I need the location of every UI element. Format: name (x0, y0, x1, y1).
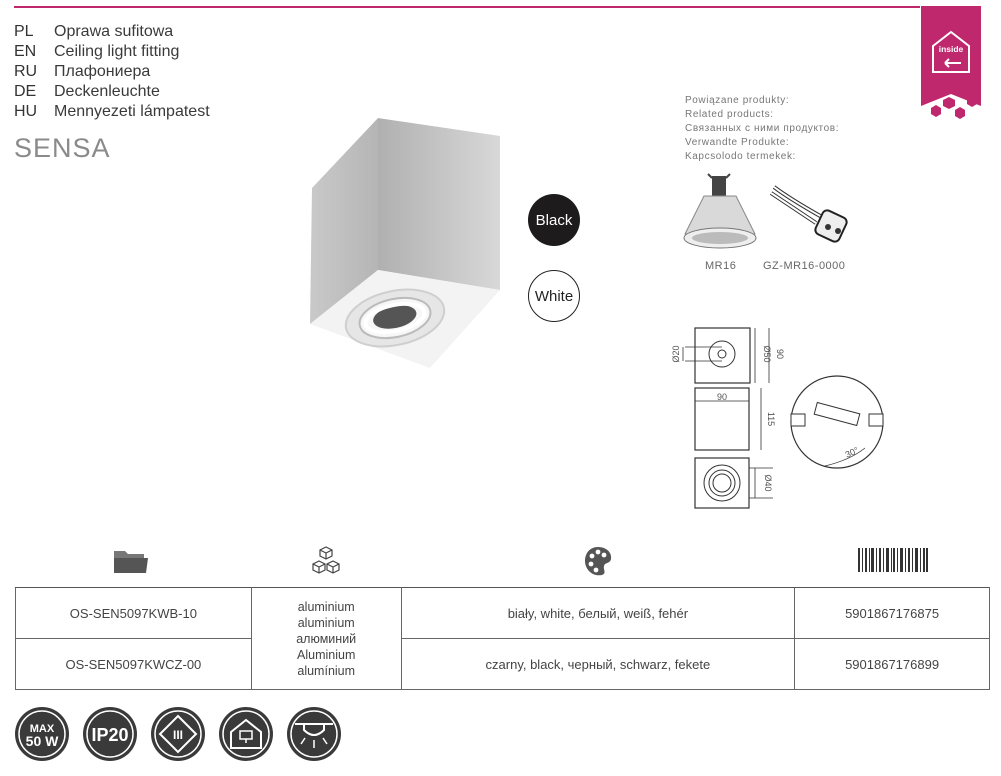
dim-d20: Ø20 (671, 345, 681, 362)
max-wattage-icon: MAX 50 W (15, 707, 69, 761)
related-line: Verwandte Produkte: (685, 137, 790, 148)
ean-cell: 5901867176899 (794, 638, 990, 690)
material-line: aluminium (297, 599, 355, 614)
related-line: Powiązane produkty: (685, 95, 790, 106)
product-spec-table: OS-SEN5097KWB-10 aluminium aluminium алю… (15, 587, 990, 690)
product-code-cell: OS-SEN5097KWB-10 (15, 587, 252, 639)
lang-code: EN (14, 43, 37, 60)
folder-icon (114, 551, 148, 573)
related-line: Связанных с ними продуктов: (685, 123, 840, 134)
palette-icon (585, 547, 612, 576)
badge-label: inside (939, 44, 964, 54)
material-line: Aluminium (297, 647, 356, 662)
product-name: SENSA (14, 133, 111, 163)
dim-115: 115 (766, 412, 776, 426)
max-label: MAX (30, 723, 55, 735)
material-line: алюминий (296, 631, 357, 646)
related-products-label: Powiązane produkty: Related products: Св… (685, 94, 839, 164)
related-line: Kapcsolodo termekek: (685, 151, 796, 162)
cubes-icon (312, 546, 340, 574)
protection-class-icon: III (151, 707, 205, 761)
lang-row-ru: RU Плафониера (14, 62, 210, 82)
dim-angle: 30° (844, 445, 861, 460)
watt-label: 50 W (26, 733, 59, 749)
product-illustration (310, 118, 500, 368)
lang-code: RU (14, 63, 38, 80)
mr16-bulb-icon (683, 173, 757, 249)
dim-90-side: 90 (775, 349, 785, 359)
table-row: OS-SEN5097KWCZ-00 czarny, black, черный,… (15, 638, 990, 690)
color-swatch-black: Black (528, 194, 580, 246)
inside-badge-icon: inside (921, 6, 981, 119)
ceiling-mount-icon (287, 707, 341, 761)
related-item-label: MR16 (705, 260, 737, 272)
ip20-icon: IP20 (83, 707, 137, 761)
table-row: OS-SEN5097KWB-10 aluminium aluminium алю… (15, 587, 990, 690)
material-cell: aluminium aluminium алюминий Aluminium a… (250, 587, 402, 690)
material-line: alumínium (297, 663, 356, 678)
lang-row-hu: HU Mennyezeti lámpatest (14, 102, 210, 122)
ip-label: IP20 (91, 725, 128, 745)
lang-text: Mennyezeti lámpatest (54, 103, 210, 120)
lang-row-en: EN Ceiling light fitting (14, 42, 210, 62)
technical-drawing: Ø20 Ø50 90 90 115 Ø40 30° (671, 327, 884, 509)
lang-text: Oprawa sufitowa (54, 23, 174, 40)
lang-code: HU (14, 103, 38, 120)
gu10-socket-icon (769, 185, 848, 243)
color-swatch-white: White (528, 270, 580, 322)
language-titles: PL Oprawa sufitowa EN Ceiling light fitt… (14, 22, 210, 122)
color-cell: biały, white, белый, weiß, fehér (400, 587, 796, 639)
barcode-icon (858, 548, 928, 572)
related-item-label: GZ-MR16-0000 (763, 260, 846, 272)
lang-row-pl: PL Oprawa sufitowa (14, 22, 210, 42)
feature-icons: MAX 50 W IP20 III (14, 706, 342, 762)
lang-text: Плафониера (54, 63, 151, 80)
lang-code: PL (14, 23, 34, 40)
lang-row-de: DE Deckenleuchte (14, 82, 210, 102)
material-line: aluminium (297, 615, 355, 630)
dim-d40: Ø40 (763, 474, 773, 491)
lang-code: DE (14, 83, 37, 100)
lang-text: Deckenleuchte (54, 83, 160, 100)
indoor-use-icon (219, 707, 273, 761)
accent-top-line (14, 6, 920, 8)
color-cell: czarny, black, черный, schwarz, fekete (400, 638, 796, 690)
class-label: III (173, 728, 183, 742)
ean-cell: 5901867176875 (794, 587, 990, 639)
dim-d50: Ø50 (762, 345, 772, 362)
dim-90-top: 90 (717, 392, 727, 402)
related-line: Related products: (685, 109, 774, 120)
lang-text: Ceiling light fitting (54, 43, 180, 60)
product-code-cell: OS-SEN5097KWCZ-00 (15, 638, 252, 690)
